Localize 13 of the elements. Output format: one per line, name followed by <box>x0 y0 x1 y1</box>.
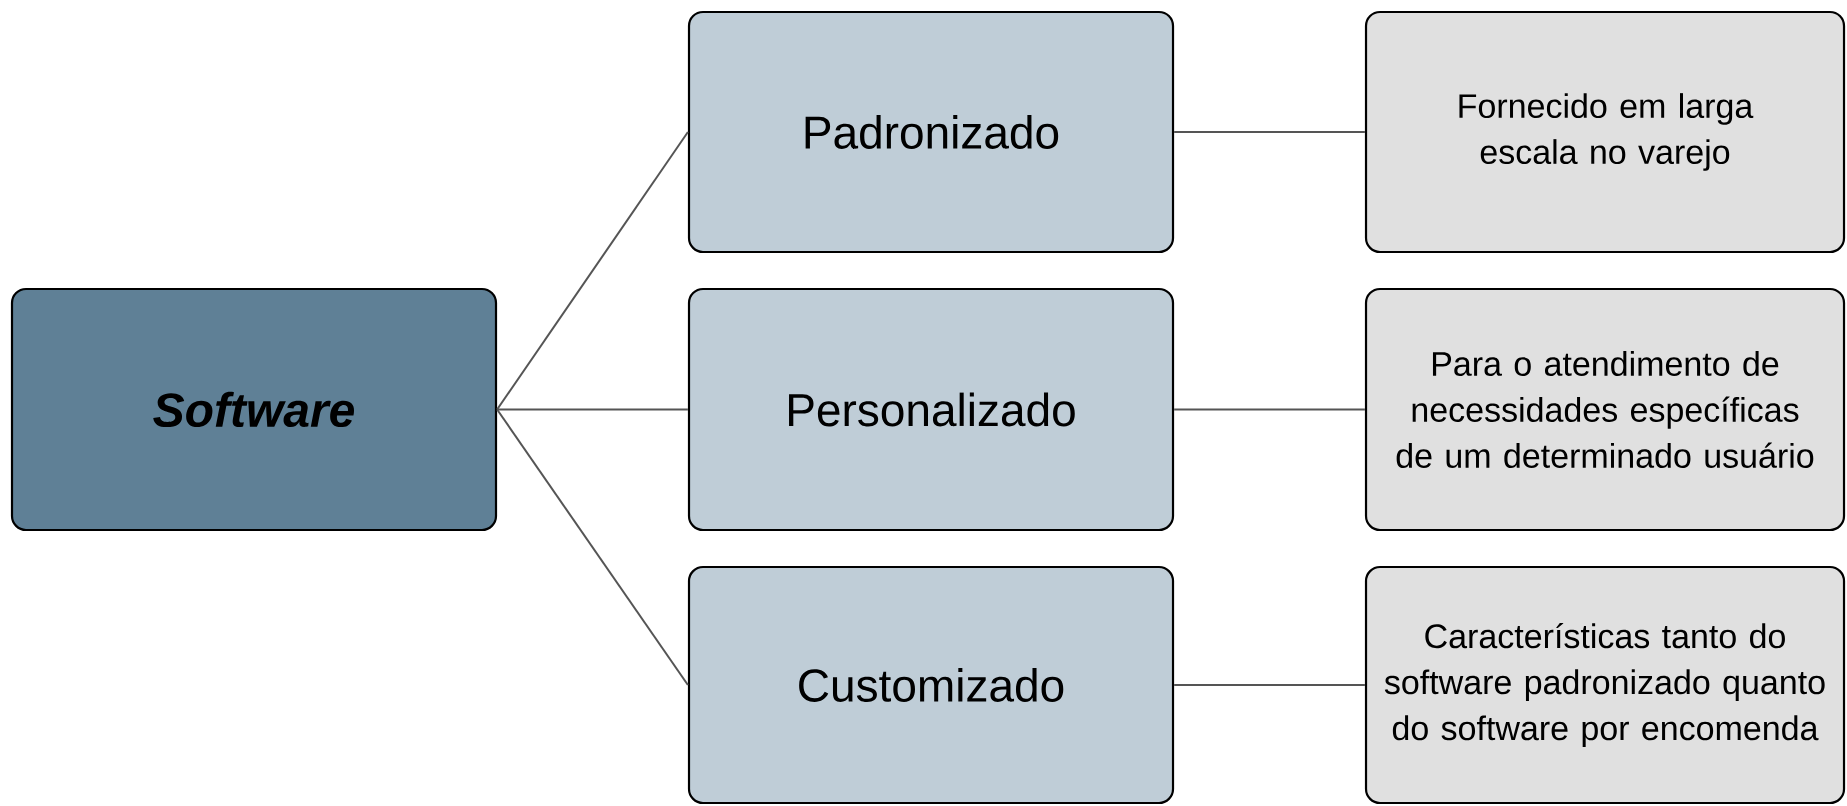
description-box: Para o atendimento de necessidades específicas de um determinado usuário <box>1364 287 1846 532</box>
connector-line <box>1173 408 1366 411</box>
description-box: Características tanto do software padronizado quanto do software por encomenda <box>1364 565 1846 805</box>
category-box: Customizado <box>687 565 1175 805</box>
connector-line <box>1173 684 1366 686</box>
connector-line <box>496 408 689 411</box>
connector-line <box>496 408 689 686</box>
root-box: Software <box>10 287 498 532</box>
connector-line <box>496 131 689 411</box>
description-box: Fornecido em larga escala no varejo <box>1364 10 1846 254</box>
category-box: Padronizado <box>687 10 1175 254</box>
category-box: Personalizado <box>687 287 1175 532</box>
connector-line <box>1173 131 1366 133</box>
